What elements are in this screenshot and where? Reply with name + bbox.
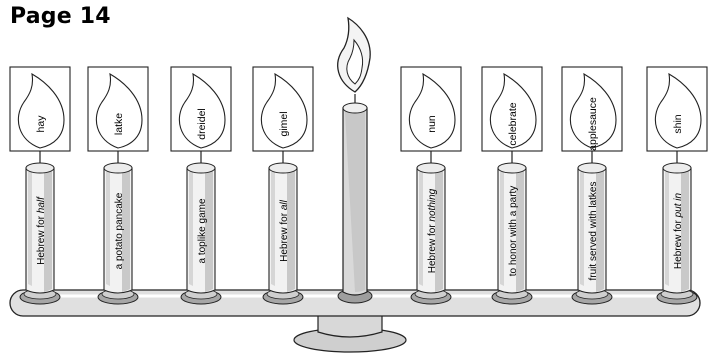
candle-2: latke a potato pancake: [88, 67, 148, 304]
flame-word: applesauce: [587, 97, 599, 151]
candle-7: applesauce fruit served with latkes: [562, 67, 622, 304]
shamash-candle: [338, 18, 372, 303]
flame-word: shin: [672, 114, 684, 133]
candle-6: celebrate to honor with a party: [482, 67, 542, 304]
candle-clue: Hebrew for half: [36, 196, 47, 265]
flame-icon: [338, 18, 370, 92]
flame-word: nun: [426, 115, 438, 133]
flame-word: latke: [113, 113, 125, 135]
candle-clue: to honor with a party: [508, 186, 519, 277]
menorah-stand: [294, 312, 406, 352]
flame-word: hay: [35, 115, 47, 133]
candle-clue: fruit served with latkes: [588, 182, 599, 281]
candle-clue: Hebrew for nothing: [427, 188, 438, 273]
candle-clue: Hebrew for all: [279, 199, 290, 261]
candle-clue: a toplike game: [197, 198, 208, 263]
candle-clue: a potato pancake: [114, 192, 125, 269]
flame-word: celebrate: [507, 102, 519, 145]
candle-3: dreidel a toplike game: [171, 67, 231, 304]
candle-clue: Hebrew for put in: [673, 192, 684, 269]
flame-word: dreidel: [196, 108, 208, 140]
flame-word: gimel: [278, 111, 290, 136]
